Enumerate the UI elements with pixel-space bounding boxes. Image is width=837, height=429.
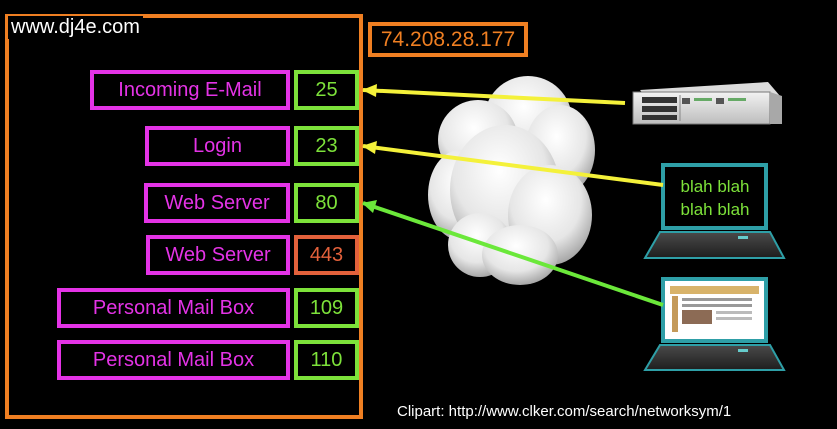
port-23: 23 [294,126,359,166]
server-icon [632,82,782,125]
browser-laptop-icon [643,277,786,371]
service-label-login: Login [145,126,290,166]
ip-address: 74.208.28.177 [368,22,528,57]
link-web-browser [362,201,664,307]
service-label-personal-mailbox-pop3: Personal Mail Box [57,340,290,380]
terminal-screen-text: blah blah blah blah [667,175,763,221]
clipart-credit: Clipart: http://www.clker.com/search/net… [397,403,732,420]
terminal-line-2: blah blah [680,200,750,219]
link-mail-server [362,88,626,105]
port-80: 80 [294,183,359,223]
port-443: 443 [294,235,359,275]
host-box [5,14,363,419]
service-label-web-server-https: Web Server [146,235,290,275]
service-label-web-server-http: Web Server [144,183,290,223]
terminal-line-1: blah blah [680,177,750,196]
service-label-personal-mailbox-pop2: Personal Mail Box [57,288,290,328]
port-25: 25 [294,70,359,110]
terminal-laptop-icon [643,163,786,259]
port-110: 110 [294,340,359,380]
connection-lines [362,84,664,307]
port-109: 109 [294,288,359,328]
service-label-incoming-email: Incoming E-Mail [90,70,290,110]
link-login-terminal [362,144,664,187]
site-label: www.dj4e.com [8,16,143,39]
